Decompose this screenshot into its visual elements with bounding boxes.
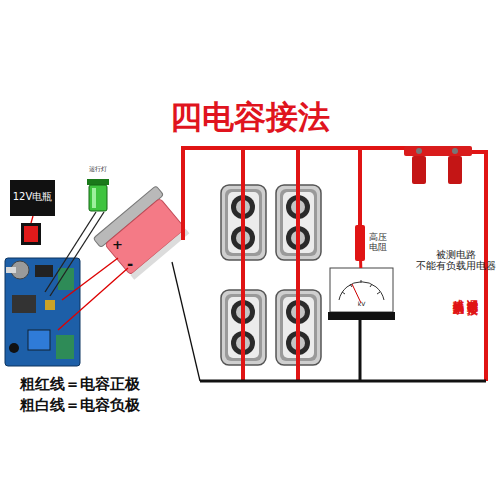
negative-wires-part — [359, 320, 362, 381]
kv-meter — [328, 268, 395, 320]
indicator-lamp-part — [92, 188, 96, 208]
thin-wires-part — [58, 268, 128, 330]
node-text: + — [112, 238, 123, 253]
thin-wires-part — [45, 212, 96, 292]
ignition-coil-part — [130, 229, 189, 280]
vertical-note: 或接线扔水里 — [452, 290, 465, 296]
knife-switch-part — [416, 148, 422, 154]
negative-wires — [200, 320, 486, 381]
kv-meter-node: kV — [330, 268, 393, 312]
driver-board-part — [5, 258, 80, 366]
indicator-lamp-part — [87, 179, 109, 185]
wire-legend-note: 粗红线＝电容正极 — [20, 375, 140, 393]
thin-wires-part — [50, 212, 104, 296]
kv-meter-part — [342, 280, 380, 294]
driver-board-part — [35, 265, 53, 277]
indicator-lamp — [87, 179, 109, 211]
diagram-title: 四电容接法 — [0, 96, 500, 140]
node-text: 12V电瓶 — [10, 191, 55, 203]
thin-wires — [31, 212, 200, 381]
positive-wires-part — [358, 148, 362, 226]
resistor-symbol: 高压电阻 — [355, 225, 365, 261]
battery-box: 12V电瓶 — [10, 180, 55, 216]
rocker-switch-part — [21, 223, 41, 245]
node-text: 高压电阻 — [369, 233, 388, 253]
negative-wires-part — [200, 380, 486, 383]
vertical-note: 调试时需短接 — [466, 290, 479, 296]
kv-meter-part — [339, 282, 384, 300]
node-text: 运行灯 — [84, 166, 112, 173]
thin-wires-part — [172, 262, 200, 381]
driver-board-part — [12, 295, 36, 313]
driver-board-part — [45, 300, 55, 310]
indicator-lamp-part — [89, 185, 107, 211]
driver-board — [5, 258, 80, 366]
knife-switch-part — [404, 146, 472, 156]
knife-switch-part — [412, 156, 426, 184]
indicator-lamp-node: 运行灯 — [84, 163, 112, 215]
knife-switch-part — [452, 148, 458, 154]
ignition-coil — [93, 186, 193, 283]
driver-board-part — [6, 267, 16, 273]
driver-board-part — [28, 330, 50, 350]
rocker-switch-part — [24, 226, 38, 242]
knife-switch-part — [448, 156, 462, 184]
wire-connector — [359, 261, 362, 268]
node-text: - — [127, 256, 133, 273]
note-text: 被测电路 不能有负载用电器 — [412, 249, 500, 272]
wire-legend-note: 粗白线＝电容负极 — [20, 396, 140, 414]
thin-wires-part — [31, 216, 33, 223]
kv-meter-part — [328, 312, 395, 320]
driver-board-part — [9, 343, 19, 353]
node-text: kV — [330, 301, 393, 308]
rocker-switch — [21, 223, 41, 245]
knife-switch — [404, 146, 472, 184]
driver-board-part — [56, 335, 74, 359]
positive-wires-part — [296, 148, 300, 381]
kv-meter-part — [330, 268, 393, 312]
ignition-coil-node: +- — [100, 198, 190, 282]
positive-wires-part — [241, 148, 245, 381]
